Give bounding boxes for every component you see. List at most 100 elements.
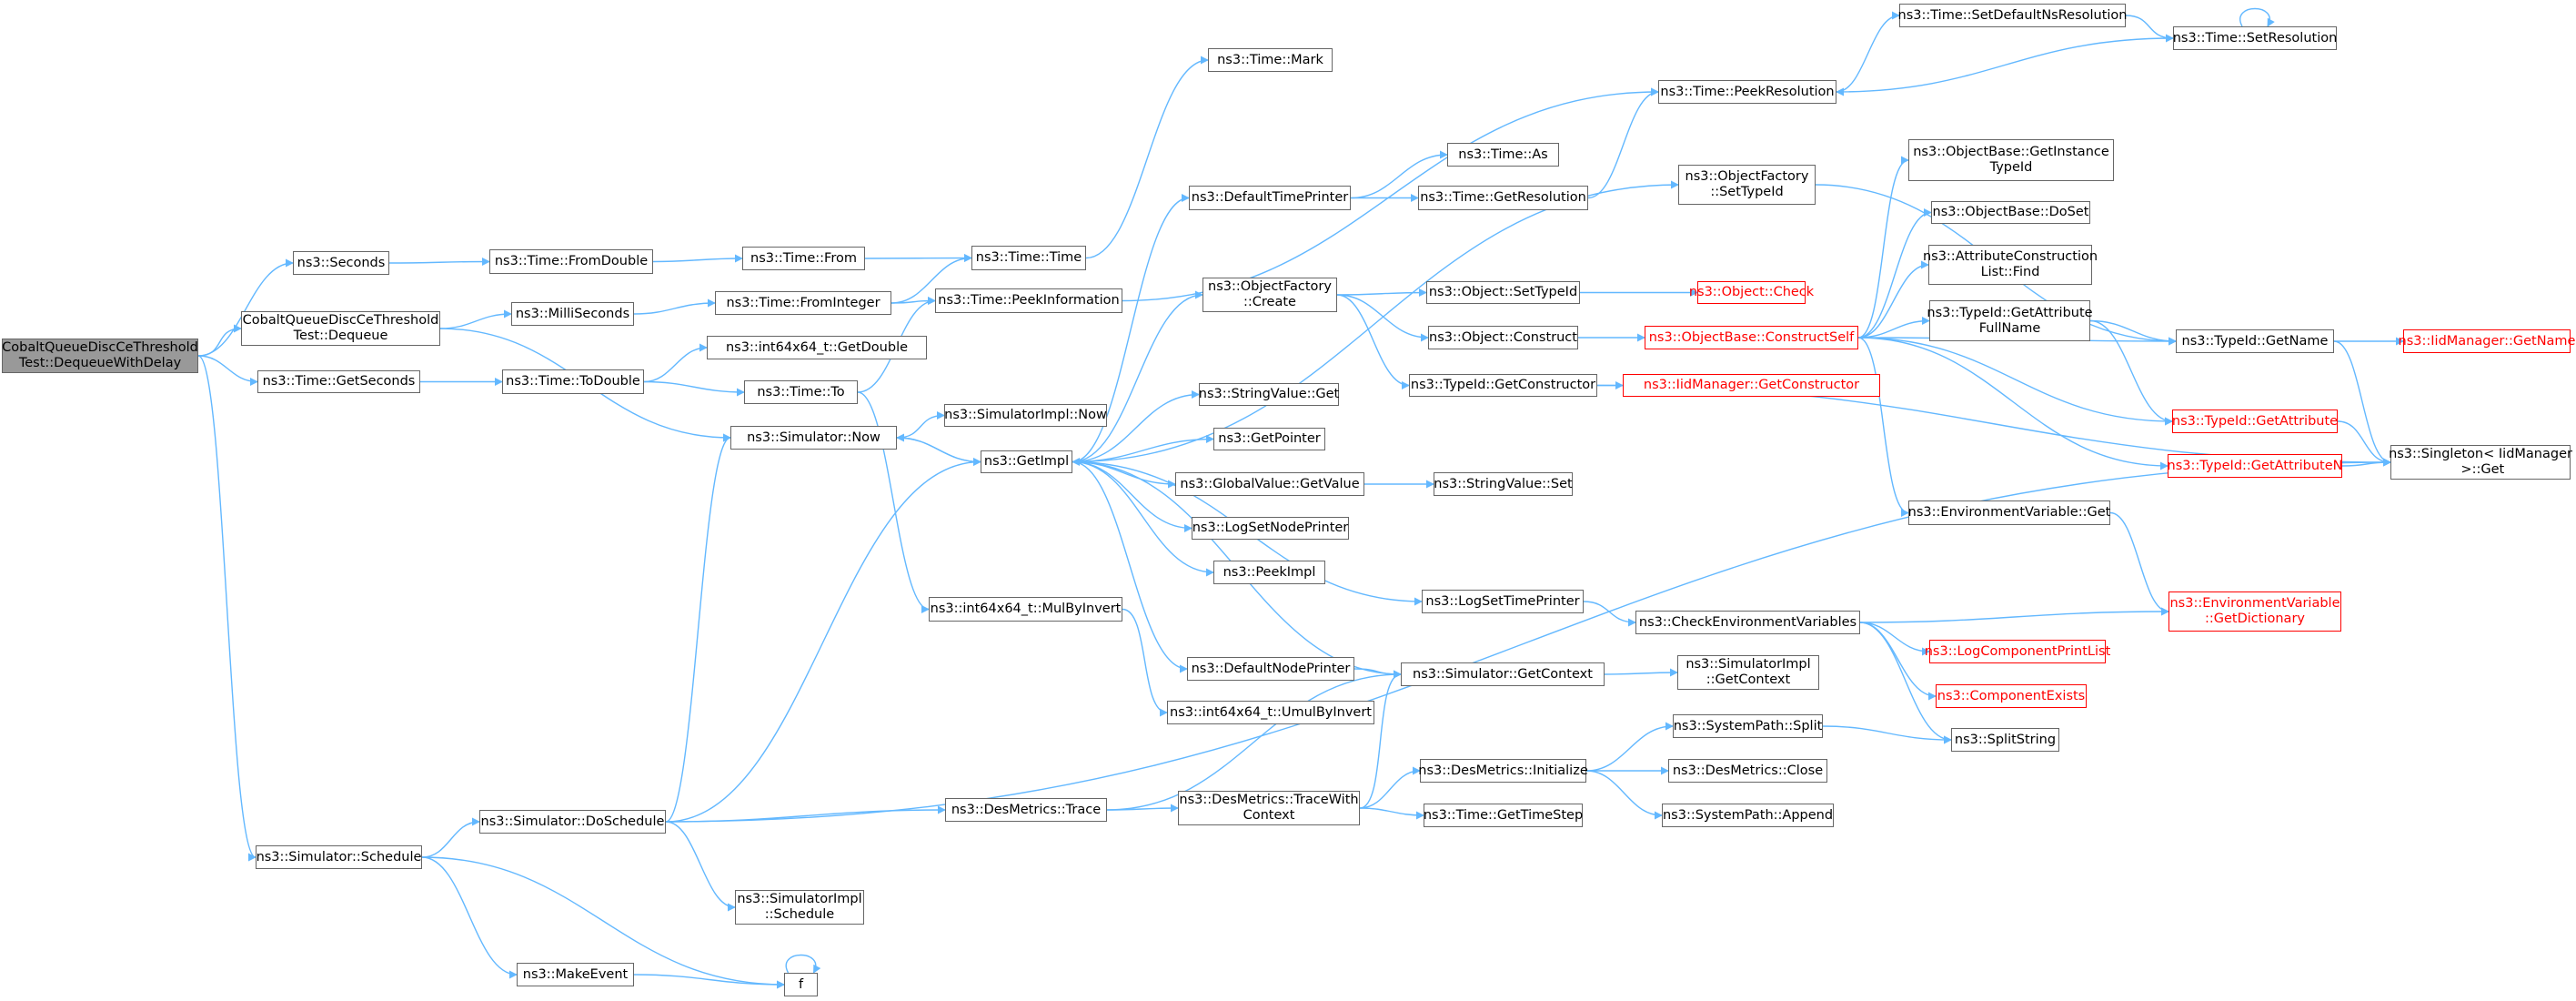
node-get-seconds[interactable]: ns3::Time::GetSeconds	[257, 370, 420, 393]
node-type-id-get-attribute[interactable]: ns3::TypeId::GetAttribute	[2172, 410, 2338, 433]
edge-logSetTimePrinter-to-checkEnvVars	[1583, 601, 1636, 627]
edge-simGetContext-to-simImplGetContext	[1604, 668, 1678, 677]
node-log-set-node-printer[interactable]: ns3::LogSetNodePrinter	[1192, 517, 1349, 540]
node-sim-get-context[interactable]: ns3::Simulator::GetContext	[1401, 662, 1605, 686]
edge-constructSelf-to-typeIdGetAttributeN	[1857, 337, 2168, 470]
node-peek-impl[interactable]: ns3::PeekImpl	[1213, 561, 1325, 584]
node-des-close[interactable]: ns3::DesMetrics::Close	[1668, 759, 1827, 783]
node-default-node-printer[interactable]: ns3::DefaultNodePrinter	[1187, 657, 1354, 681]
node-time-mark[interactable]: ns3::Time::Mark	[1208, 48, 1333, 72]
edge-doSchedule-to-getImpl	[665, 458, 981, 823]
edge-defaultTimePrinter-to-timeAs	[1350, 150, 1448, 199]
node-get-resolution[interactable]: ns3::Time::GetResolution	[1418, 186, 1588, 210]
node-system-path-split[interactable]: ns3::SystemPath::Split	[1673, 714, 1823, 738]
node-sim-schedule[interactable]: ns3::Simulator::Schedule	[256, 845, 422, 869]
node-from-double[interactable]: ns3::Time::FromDouble	[489, 249, 653, 274]
edge-mulByInvert-to-umulByInvert	[1122, 608, 1168, 717]
node-get-pointer[interactable]: ns3::GetPointer	[1213, 428, 1325, 450]
node-peek-information[interactable]: ns3::Time::PeekInformation	[935, 288, 1122, 313]
node-sim-impl-get-context[interactable]: ns3::SimulatorImpl ::GetContext	[1677, 655, 1819, 690]
node-seconds[interactable]: ns3::Seconds	[293, 251, 389, 275]
edge-fromDouble-to-timeFrom	[652, 254, 743, 263]
node-des-trace-with-context[interactable]: ns3::DesMetrics::TraceWith Context	[1178, 791, 1360, 825]
node-obj-factory-create[interactable]: ns3::ObjectFactory ::Create	[1202, 278, 1337, 312]
node-cqdt-dequeue[interactable]: CobaltQueueDiscCeThreshold Test::Dequeue	[241, 311, 440, 346]
node-set-default-ns-resolution[interactable]: ns3::Time::SetDefaultNsResolution	[1898, 4, 2127, 27]
node-system-path-append[interactable]: ns3::SystemPath::Append	[1662, 804, 1834, 827]
node-get-attribute-full-name[interactable]: ns3::TypeId::GetAttribute FullName	[1927, 300, 2093, 341]
node-obj-construct[interactable]: ns3::Object::Construct	[1428, 326, 1578, 349]
node-sim-now[interactable]: ns3::Simulator::Now	[730, 426, 897, 450]
node-make-event[interactable]: ns3::MakeEvent	[517, 963, 634, 986]
edge-envVarGet-to-envGetDictionary	[2109, 511, 2169, 616]
node-component-exists[interactable]: ns3::ComponentExists	[1936, 684, 2087, 708]
edge-desInitialize-to-systemPathAppend	[1585, 770, 1663, 820]
edge-typeIdGetAttribute-to-singletonGet	[2337, 420, 2391, 467]
node-singleton-get[interactable]: ns3::Singleton< IidManager >::Get	[2389, 445, 2572, 480]
node-time-as[interactable]: ns3::Time::As	[1447, 143, 1559, 167]
node-des-initialize[interactable]: ns3::DesMetrics::Initialize	[1418, 759, 1588, 783]
edge-root-to-simSchedule	[197, 355, 257, 862]
node-construct-self[interactable]: ns3::ObjectBase::ConstructSelf	[1645, 326, 1858, 349]
node-set-resolution[interactable]: ns3::Time::SetResolution	[2173, 26, 2337, 50]
edge-f-to-f	[785, 954, 821, 974]
node-do-schedule[interactable]: ns3::Simulator::DoSchedule	[479, 810, 666, 834]
node-time-get-time-step[interactable]: ns3::Time::GetTimeStep	[1424, 804, 1583, 827]
node-check-env-vars[interactable]: ns3::CheckEnvironmentVariables	[1635, 611, 1860, 634]
node-time-time[interactable]: ns3::Time::Time	[971, 246, 1086, 270]
node-mul-by-invert[interactable]: ns3::int64x64_t::MulByInvert	[929, 597, 1122, 622]
edge-checkEnvVars-to-logComponentPrintList	[1859, 622, 1930, 656]
edge-desTrace-to-desTraceWithContext	[1106, 804, 1179, 813]
edge-getImpl-to-defaultNodePrinter	[1072, 460, 1188, 673]
edge-simSchedule-to-f	[421, 856, 785, 989]
node-split-string[interactable]: ns3::SplitString	[1951, 728, 2059, 752]
node-f[interactable]: f	[784, 973, 818, 996]
edge-timeFrom-to-timeTime	[864, 254, 972, 263]
node-iid-get-name[interactable]: ns3::IidManager::GetName	[2399, 329, 2575, 353]
node-sim-impl-now[interactable]: ns3::SimulatorImpl::Now	[944, 404, 1107, 427]
node-from-integer[interactable]: ns3::Time::FromInteger	[715, 291, 891, 315]
node-string-value-get[interactable]: ns3::StringValue::Get	[1199, 383, 1339, 406]
node-env-var-get[interactable]: ns3::EnvironmentVariable::Get	[1908, 500, 2110, 525]
node-obj-check[interactable]: ns3::Object::Check	[1689, 281, 1814, 304]
edge-seconds-to-fromDouble	[388, 258, 490, 267]
node-milli-seconds[interactable]: ns3::MilliSeconds	[511, 302, 634, 326]
node-type-id-get-name[interactable]: ns3::TypeId::GetName	[2176, 329, 2334, 353]
node-get-impl[interactable]: ns3::GetImpl	[981, 450, 1072, 473]
node-log-component-print-list[interactable]: ns3::LogComponentPrintList	[1925, 640, 2110, 663]
node-get-instance-type-id[interactable]: ns3::ObjectBase::GetInstance TypeId	[1908, 139, 2114, 181]
edge-root-to-getSeconds	[197, 355, 258, 386]
node-do-set[interactable]: ns3::ObjectBase::DoSet	[1931, 201, 2090, 224]
edge-objFactoryCreate-to-objConstruct	[1336, 294, 1429, 342]
node-peek-resolution[interactable]: ns3::Time::PeekResolution	[1658, 80, 1836, 104]
node-type-id-get-attribute-n[interactable]: ns3::TypeId::GetAttributeN	[2168, 454, 2343, 478]
edge-peekResolution-to-setDefaultNsResolution	[1836, 11, 1900, 93]
node-global-value-get-value[interactable]: ns3::GlobalValue::GetValue	[1175, 472, 1364, 496]
edge-doSchedule-to-simNow	[665, 433, 731, 823]
node-env-get-dictionary[interactable]: ns3::EnvironmentVariable ::GetDictionary	[2168, 592, 2341, 632]
node-default-time-printer[interactable]: ns3::DefaultTimePrinter	[1189, 186, 1351, 210]
node-get-double[interactable]: ns3::int64x64_t::GetDouble	[707, 336, 927, 359]
edge-makeEvent-to-f	[633, 974, 785, 989]
edge-getImpl-to-peekImpl	[1072, 460, 1214, 577]
node-iid-get-constructor[interactable]: ns3::IidManager::GetConstructor	[1623, 374, 1880, 397]
node-log-set-time-printer[interactable]: ns3::LogSetTimePrinter	[1422, 590, 1584, 613]
node-root: CobaltQueueDiscCeThreshold Test::Dequeue…	[2, 339, 198, 373]
edge-getImpl-to-stringValueGet	[1072, 390, 1200, 463]
node-type-id-get-constructor[interactable]: ns3::TypeId::GetConstructor	[1409, 374, 1597, 397]
node-obj-set-type-id[interactable]: ns3::Object::SetTypeId	[1426, 281, 1580, 304]
node-attr-construction-list-find[interactable]: ns3::AttributeConstruction List::Find	[1923, 245, 2098, 285]
edge-typeIdGetName-to-singletonGet	[2333, 340, 2391, 467]
node-time-to[interactable]: ns3::Time::To	[744, 380, 858, 404]
edge-milliSeconds-to-fromInteger	[633, 298, 716, 315]
edge-desInitialize-to-systemPathSplit	[1585, 722, 1674, 772]
node-umul-by-invert[interactable]: ns3::int64x64_t::UmulByInvert	[1167, 701, 1374, 724]
edge-fromInteger-to-timeTime	[891, 254, 972, 304]
node-time-from[interactable]: ns3::Time::From	[742, 247, 865, 270]
node-obj-factory-set-type-id[interactable]: ns3::ObjectFactory ::SetTypeId	[1678, 165, 1816, 205]
node-to-double[interactable]: ns3::Time::ToDouble	[502, 369, 644, 394]
node-string-value-set[interactable]: ns3::StringValue::Set	[1434, 472, 1573, 496]
node-sim-impl-schedule[interactable]: ns3::SimulatorImpl ::Schedule	[735, 890, 864, 925]
node-des-trace[interactable]: ns3::DesMetrics::Trace	[945, 798, 1107, 822]
